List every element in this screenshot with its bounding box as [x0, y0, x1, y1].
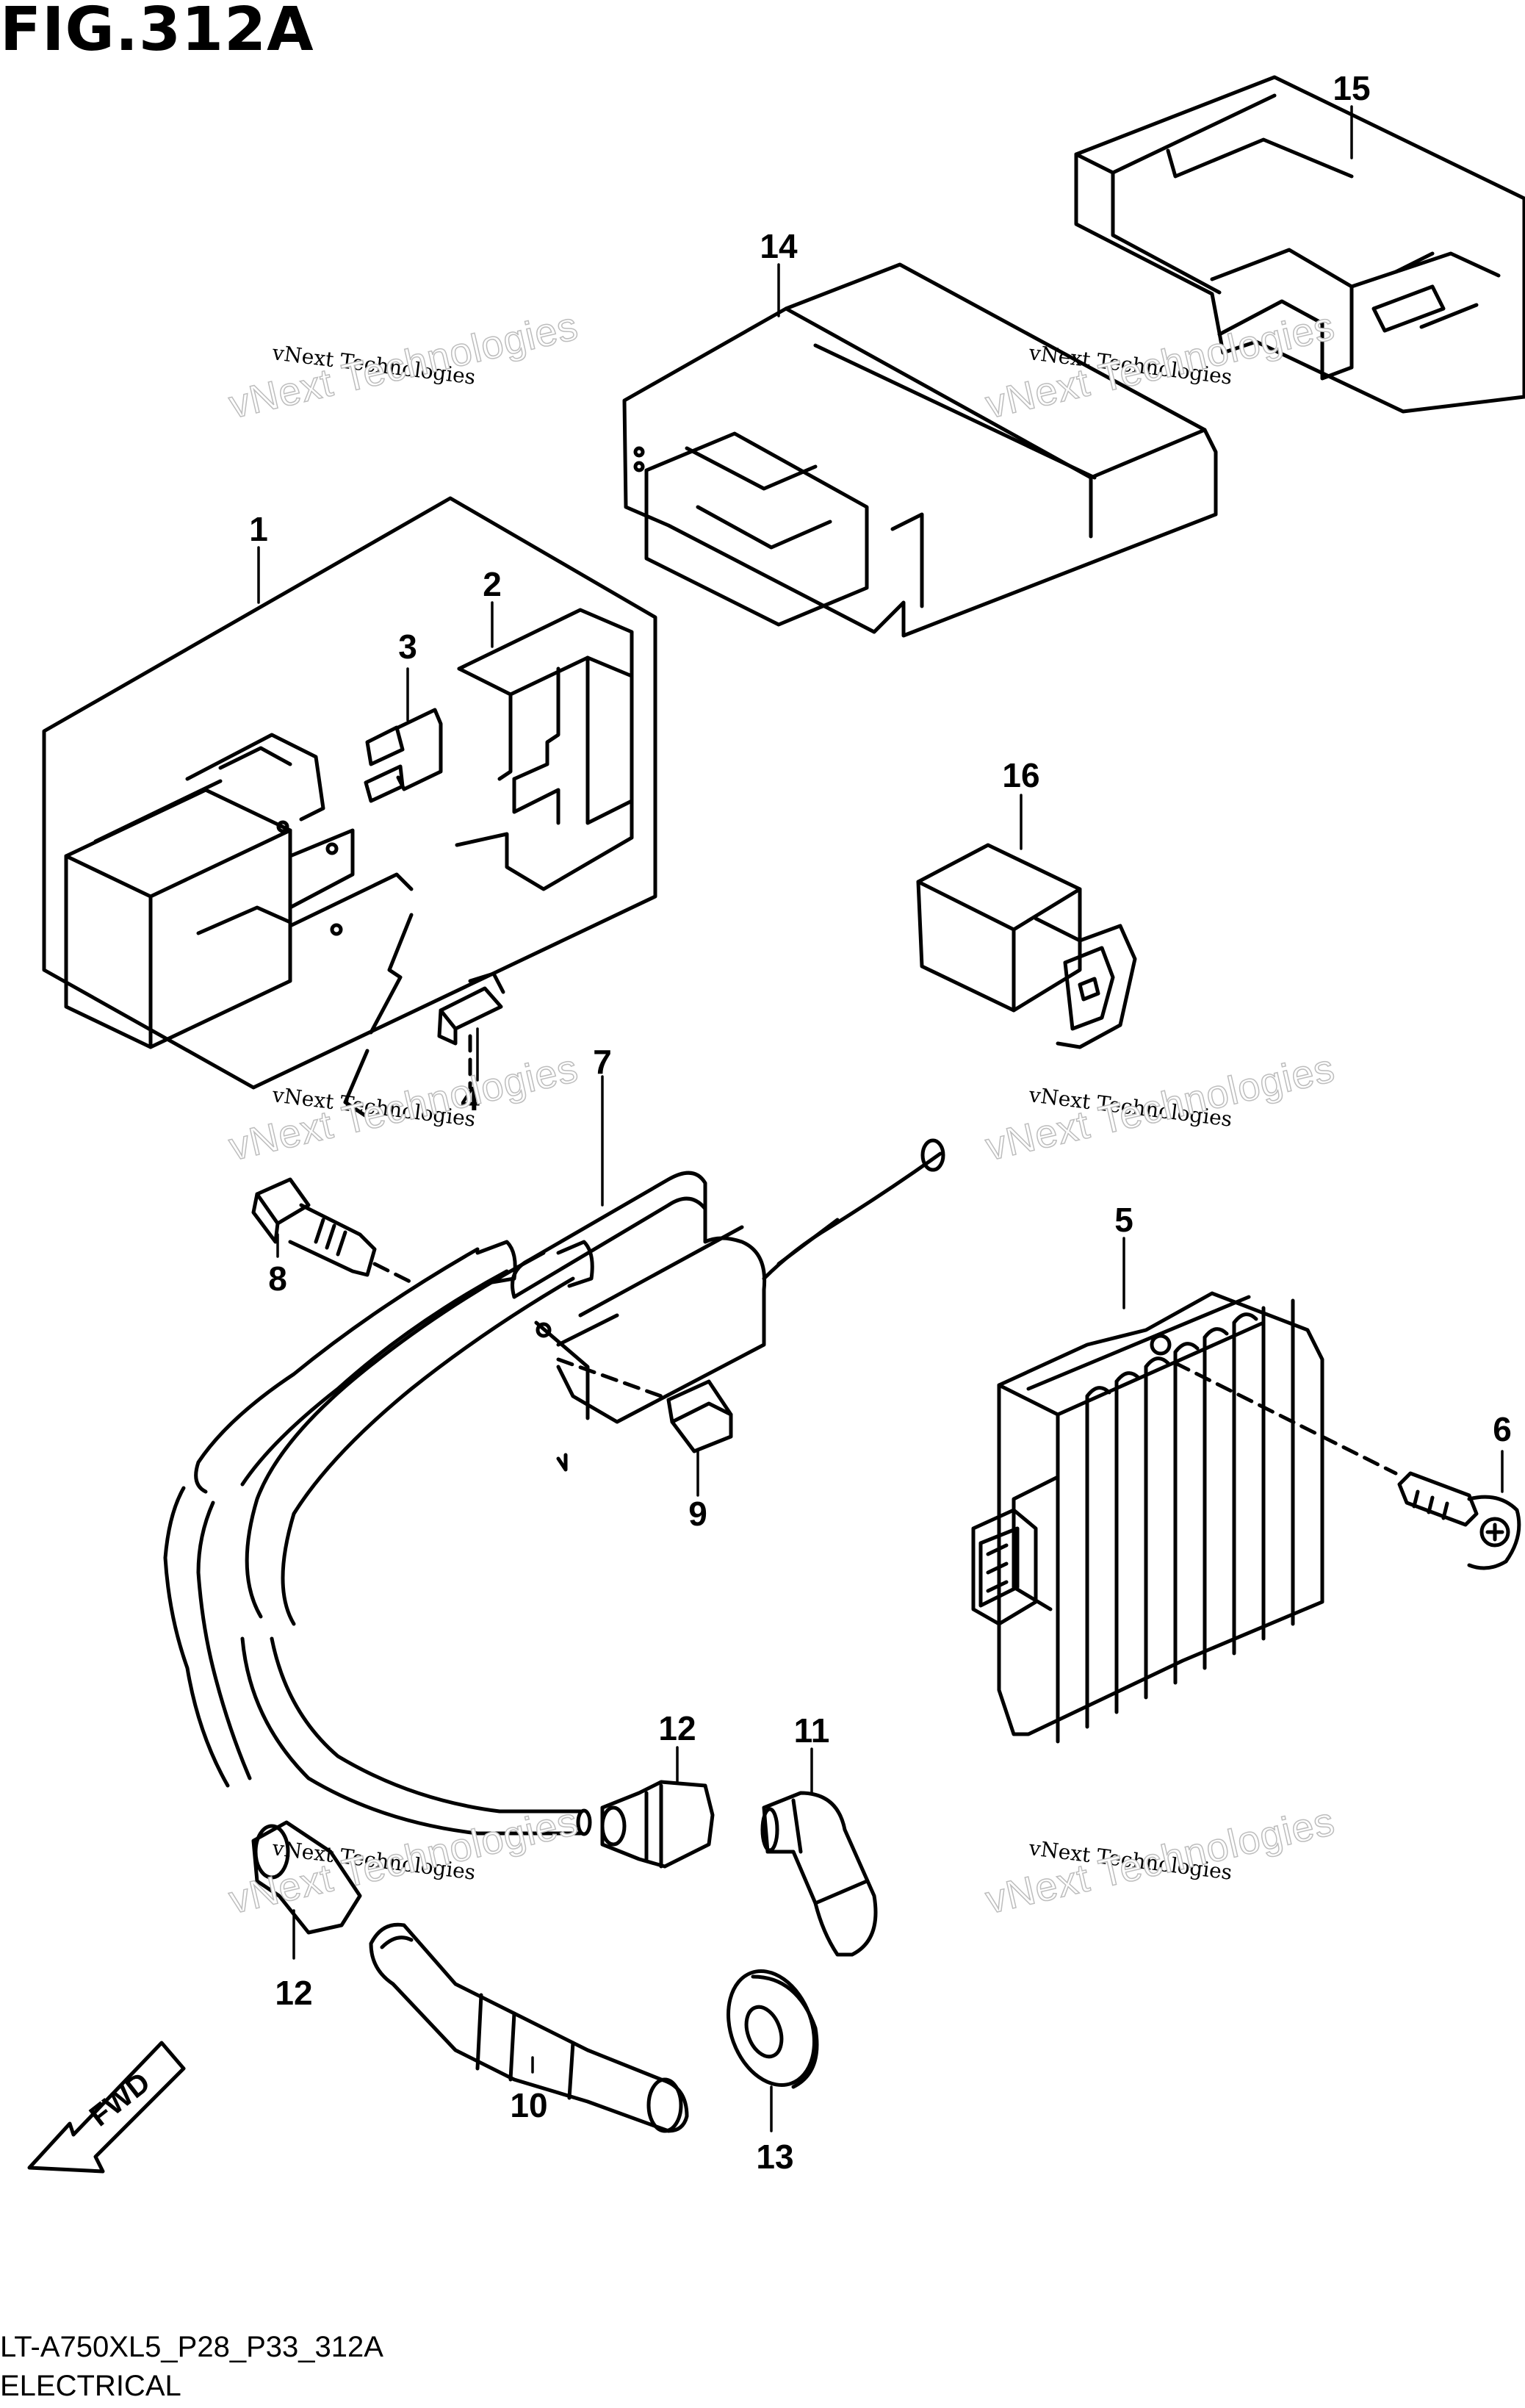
- ignition-coil-part: [511, 1138, 945, 1472]
- callout-13: 13: [756, 2138, 794, 2176]
- callout-3: 3: [398, 628, 417, 666]
- callout-14: 14: [760, 227, 798, 265]
- regulator-rectifier-part: [971, 1291, 1398, 1744]
- washer-13-part: [727, 1969, 819, 2089]
- callout-9: 9: [688, 1495, 707, 1533]
- leader-lines: [257, 105, 1504, 2132]
- relay-assembly-frame: [42, 496, 657, 1090]
- model-code-label: LT-A750XL5_P28_P33_312A: [0, 2331, 383, 2363]
- callout-6: 6: [1493, 1410, 1512, 1448]
- connector-16-part: [916, 843, 1137, 1049]
- callout-7: 7: [593, 1043, 612, 1081]
- callout-5: 5: [1114, 1201, 1133, 1239]
- bolt-6-part: [1397, 1471, 1521, 1570]
- relay-cover-part: [455, 608, 634, 891]
- spacer-9-part: [556, 1357, 733, 1453]
- section-label: ELECTRICAL: [0, 2370, 181, 2402]
- callout-11: 11: [793, 1711, 830, 1750]
- callout-10: 10: [510, 2086, 548, 2124]
- callout-16: 16: [1002, 756, 1040, 794]
- figure-title: FIG.312A: [0, 0, 314, 65]
- callout-1: 1: [249, 510, 268, 548]
- boot-12a-part: [600, 1780, 715, 1869]
- boot-12b-part: [251, 1820, 362, 1935]
- fwd-arrow-icon: [27, 2041, 186, 2174]
- callout-8: 8: [268, 1259, 287, 1298]
- callout-12-lower: 12: [275, 1974, 313, 2012]
- starter-relay-part: [64, 733, 414, 1119]
- ecm-cover-part: [1074, 75, 1525, 414]
- plug-cap-11-part: [760, 1791, 878, 1957]
- ecm-part: [622, 262, 1218, 638]
- callout-2: 2: [483, 565, 502, 603]
- plug-cap-10-part: [369, 1922, 689, 2133]
- callout-12-upper: 12: [658, 1709, 696, 1747]
- callout-15: 15: [1333, 69, 1371, 107]
- bolt-8-part: [251, 1177, 414, 1284]
- fuse-part: [364, 708, 443, 803]
- bolt-4-part: [437, 971, 505, 1090]
- callout-4: 4: [461, 1079, 480, 1118]
- spark-plug-leads: [163, 1240, 594, 1836]
